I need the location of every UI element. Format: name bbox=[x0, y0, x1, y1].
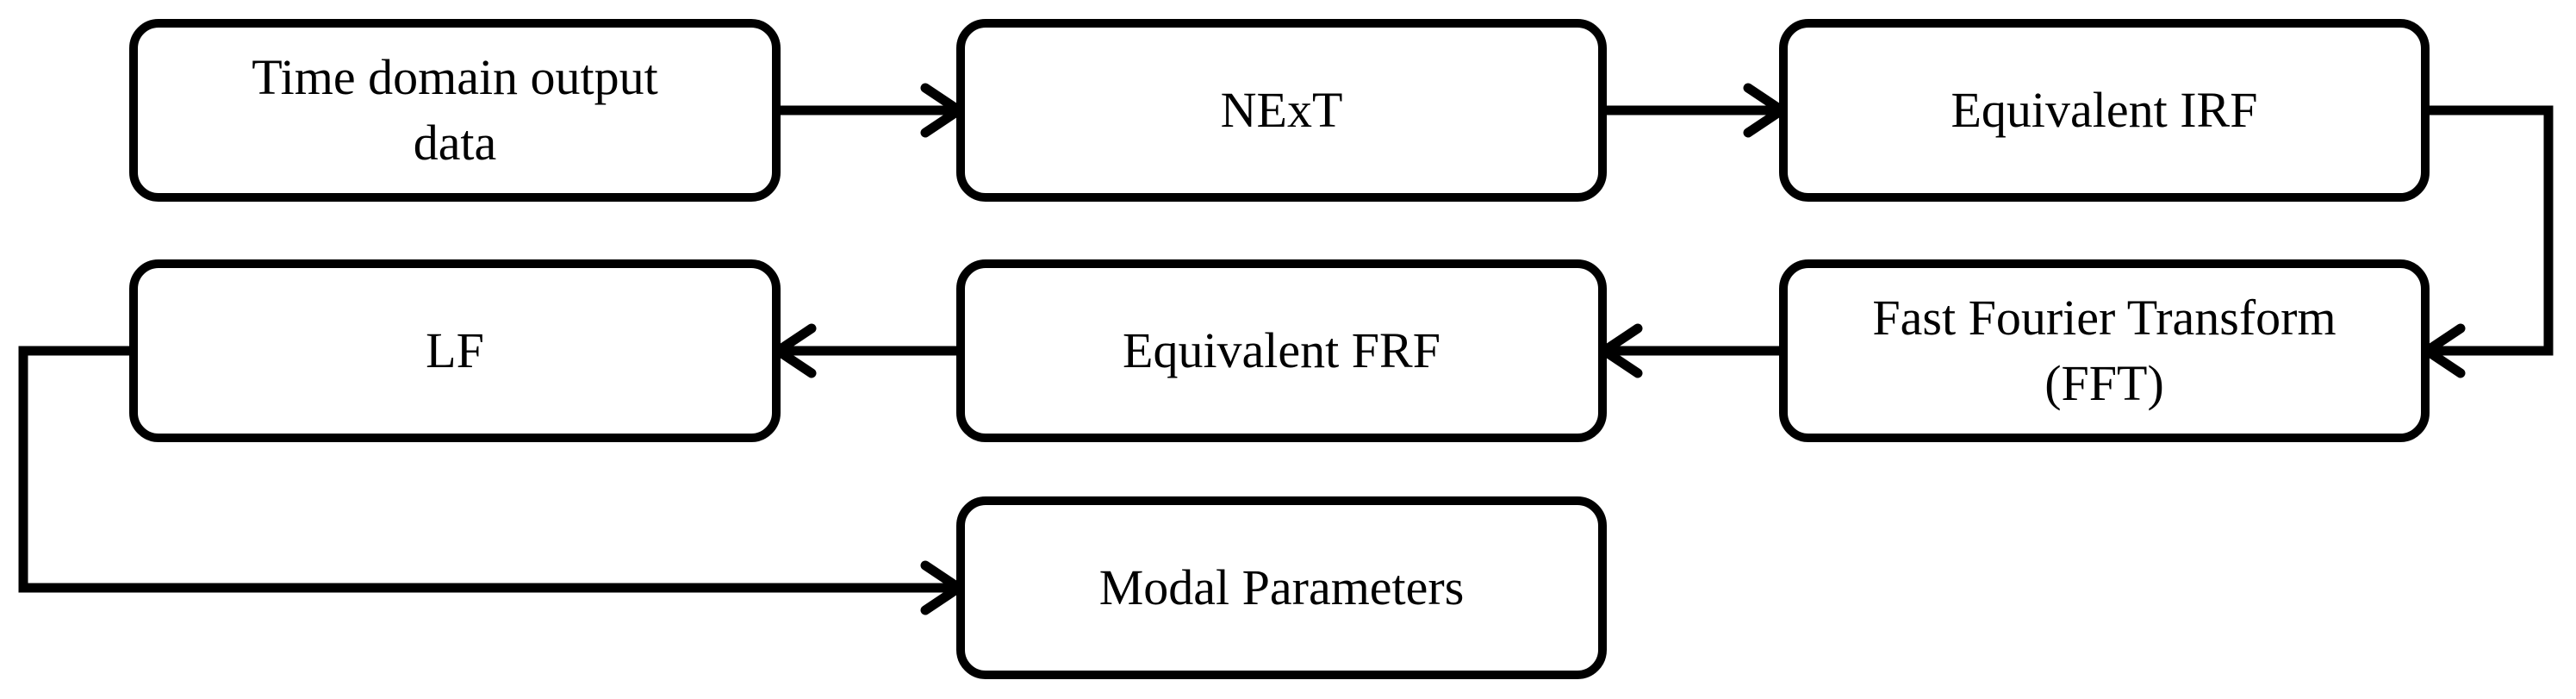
arrow-irf-to-fft bbox=[2418, 105, 2554, 378]
node-fft: Fast Fourier Transform (FFT) bbox=[1779, 259, 2430, 442]
node-label-line: NExT bbox=[1220, 82, 1343, 138]
node-label-line: Equivalent IRF bbox=[1951, 82, 2258, 138]
node-label-line: LF bbox=[426, 322, 484, 378]
node-modal-parameters: Modal Parameters bbox=[956, 496, 1607, 679]
node-label-line: Modal Parameters bbox=[1098, 559, 1465, 615]
node-equivalent-frf: Equivalent FRF bbox=[956, 259, 1607, 442]
node-label-line: Equivalent FRF bbox=[1123, 322, 1440, 378]
node-label-line: Fast Fourier Transform bbox=[1872, 290, 2336, 346]
node-next: NExT bbox=[956, 19, 1607, 202]
node-equivalent-irf: Equivalent IRF bbox=[1779, 19, 2430, 202]
node-time-domain-output-data: Time domain output data bbox=[129, 19, 781, 202]
node-label-line: Time domain output bbox=[252, 49, 658, 105]
node-label-line: (FFT) bbox=[2044, 355, 2164, 411]
node-lf: LF bbox=[129, 259, 781, 442]
node-label-line: data bbox=[413, 115, 497, 171]
